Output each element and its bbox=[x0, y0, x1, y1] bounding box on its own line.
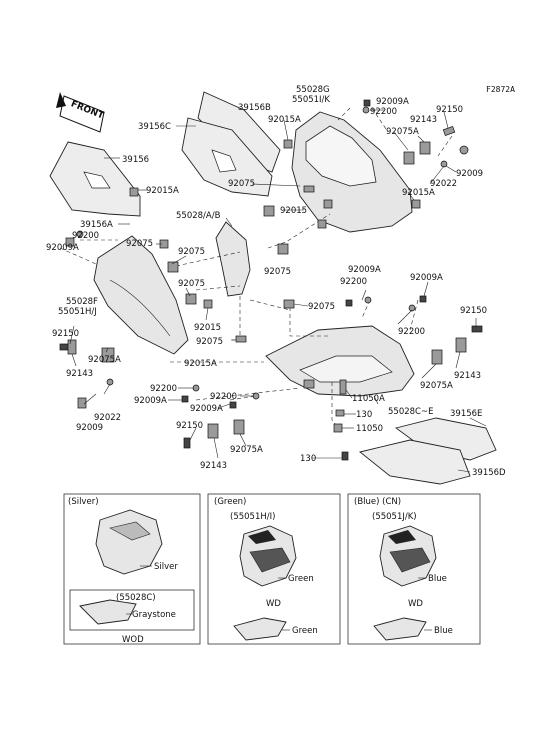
label-55051HJ: 55051H/J bbox=[58, 307, 97, 317]
label-55028C-E: 55028C~E bbox=[388, 407, 433, 417]
figure-code: F2872A bbox=[486, 85, 515, 94]
label-92009A-left: 92009A bbox=[46, 243, 79, 253]
label-92075-mid4: 92075 bbox=[178, 279, 205, 289]
label-39156: 39156 bbox=[122, 155, 149, 165]
label-92075-right: 92075 bbox=[308, 302, 335, 312]
hardware-fasteners bbox=[59, 99, 483, 461]
label-92150-top: 92150 bbox=[436, 105, 463, 115]
side-cowl-55028F bbox=[93, 235, 189, 355]
label-92143-top: 92143 bbox=[410, 115, 437, 125]
inner-cowl-55028 bbox=[215, 221, 251, 297]
label-39156C: 39156C bbox=[138, 122, 171, 132]
label-92143-right: 92143 bbox=[454, 371, 481, 381]
lower-cowl-55028C-E bbox=[265, 325, 415, 397]
variant-green-code: (55051H/I) bbox=[230, 512, 275, 522]
label-55028G: 55028G bbox=[296, 85, 330, 95]
label-11050: 11050 bbox=[356, 424, 383, 434]
label-92150-right: 92150 bbox=[460, 306, 487, 316]
variant-blue-color: Blue bbox=[428, 574, 447, 584]
label-92200-top: 92200 bbox=[370, 107, 397, 117]
front-arrow-icon: FRONT bbox=[56, 92, 106, 133]
label-92015A-top: 92015A bbox=[268, 115, 301, 125]
label-92075-upper: 92075 bbox=[228, 179, 255, 189]
variant-silver-color: Silver bbox=[154, 562, 178, 572]
label-92075-mid3: 92075 bbox=[264, 267, 291, 277]
variant-blue-model: WD bbox=[408, 599, 423, 609]
label-92009-left: 92009 bbox=[76, 423, 103, 433]
label-92015A-left: 92015A bbox=[146, 186, 179, 196]
label-92200-b2: 92200 bbox=[210, 392, 237, 402]
label-92022-left: 92022 bbox=[94, 413, 121, 423]
variant-blue-subcolor: Blue bbox=[434, 626, 453, 636]
label-130-b: 130 bbox=[300, 454, 316, 464]
label-92200-b1: 92200 bbox=[150, 384, 177, 394]
variant-silver-subcolor: Graystone bbox=[132, 610, 176, 620]
label-92015A-right: 92015A bbox=[402, 188, 435, 198]
variant-silver-box: (Silver) Silver (55028C) Graystone WOD bbox=[63, 493, 201, 645]
variant-green-header: (Green) bbox=[214, 497, 246, 507]
label-39156A: 39156A bbox=[80, 220, 113, 230]
lower-pad-39156D bbox=[359, 439, 471, 485]
variant-blue-header: (Blue) (CN) bbox=[354, 497, 401, 507]
label-92075-mid2: 92075 bbox=[178, 247, 205, 257]
variant-blue-box: (Blue) (CN) (55051J/K) Blue WD Blue bbox=[347, 493, 481, 645]
variant-green-box: (Green) (55051H/I) Green WD Green bbox=[207, 493, 341, 645]
label-92022-top: 92022 bbox=[430, 179, 457, 189]
label-92075A-left: 92075A bbox=[88, 355, 121, 365]
label-92009A-b1: 92009A bbox=[134, 396, 167, 406]
variant-green-color: Green bbox=[288, 574, 314, 584]
variant-green-subcolor: Green bbox=[292, 626, 318, 636]
label-55028AB: 55028/A/B bbox=[176, 211, 221, 221]
label-92009-top: 92009 bbox=[456, 169, 483, 179]
label-92015-upper: 92015 bbox=[280, 206, 307, 216]
label-92075-mid5: 92075 bbox=[196, 337, 223, 347]
label-92009A-right: 92009A bbox=[410, 273, 443, 283]
label-39156E: 39156E bbox=[450, 409, 482, 419]
variant-silver-model: WOD bbox=[122, 635, 144, 645]
label-92075A-right: 92075A bbox=[420, 381, 453, 391]
label-92075A-bottom: 92075A bbox=[230, 445, 263, 455]
label-130-a: 130 bbox=[356, 410, 372, 420]
label-92009A-b2: 92009A bbox=[190, 404, 223, 414]
label-11050A: 11050A bbox=[352, 394, 385, 404]
label-92015A-mid: 92015A bbox=[184, 359, 217, 369]
variant-silver-header: (Silver) bbox=[68, 497, 99, 507]
variant-green-model: WD bbox=[266, 599, 281, 609]
label-92200-left: 92200 bbox=[72, 231, 99, 241]
variant-silver-subcode: (55028C) bbox=[116, 593, 156, 603]
label-92150-left: 92150 bbox=[52, 329, 79, 339]
inner-pad-39156B bbox=[197, 91, 281, 173]
leader-lines bbox=[69, 107, 487, 473]
label-92143-bottom: 92143 bbox=[200, 461, 227, 471]
label-92009A-top: 92009A bbox=[376, 97, 409, 107]
label-55051IK: 55051I/K bbox=[292, 95, 330, 105]
label-92200-center: 92200 bbox=[340, 277, 367, 287]
inner-pad-39156 bbox=[49, 141, 141, 217]
part-labels: 39156B 39156C 39156 39156A 92015A 55028G… bbox=[46, 85, 506, 478]
label-92075-mid1: 92075 bbox=[126, 239, 153, 249]
assembly-dashed-lines bbox=[59, 107, 453, 431]
upper-cowl bbox=[291, 111, 413, 233]
label-92015-mid: 92015 bbox=[194, 323, 221, 333]
label-39156D: 39156D bbox=[472, 468, 506, 478]
variant-blue-code: (55051J/K) bbox=[372, 512, 417, 522]
label-92009A-center: 92009A bbox=[348, 265, 381, 275]
label-39156B: 39156B bbox=[238, 103, 271, 113]
label-55028F: 55028F bbox=[66, 297, 98, 307]
label-92200-right: 92200 bbox=[398, 327, 425, 337]
label-92143-left: 92143 bbox=[66, 369, 93, 379]
inner-pad-39156C bbox=[181, 117, 273, 197]
label-92075A-top: 92075A bbox=[386, 127, 419, 137]
label-92150-bottom: 92150 bbox=[176, 421, 203, 431]
